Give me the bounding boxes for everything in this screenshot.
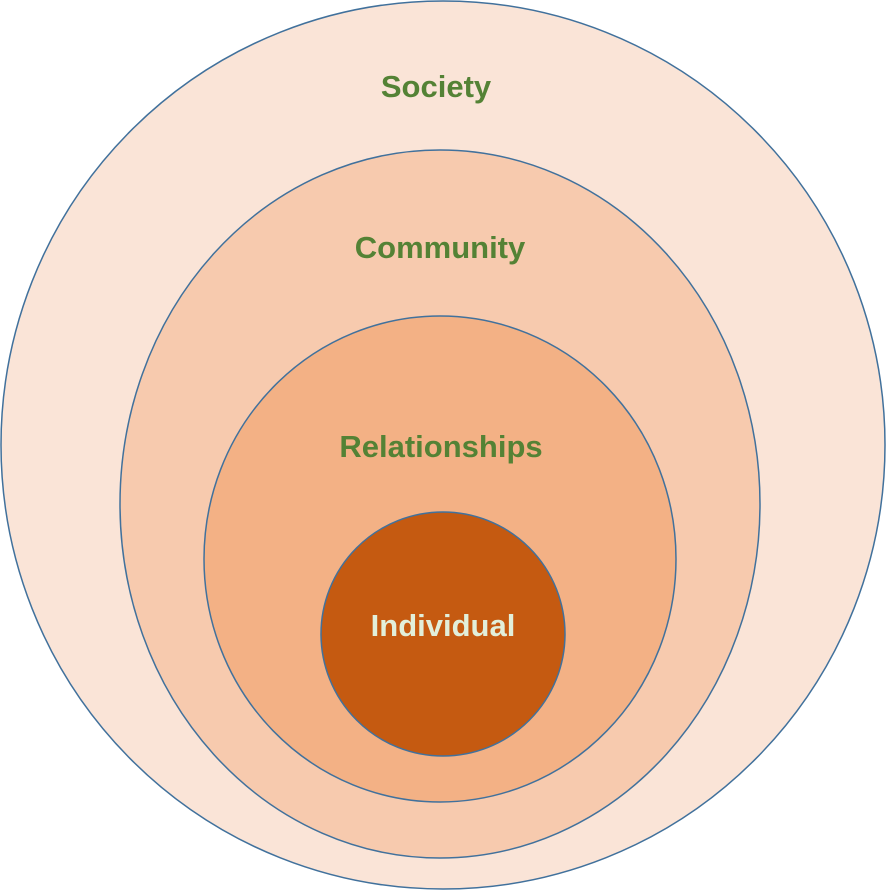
individual-circle: [320, 511, 566, 757]
society-label: Society: [381, 69, 492, 104]
community-label: Community: [355, 230, 526, 265]
individual-label: Individual: [371, 608, 516, 643]
relationships-label: Relationships: [339, 429, 542, 464]
